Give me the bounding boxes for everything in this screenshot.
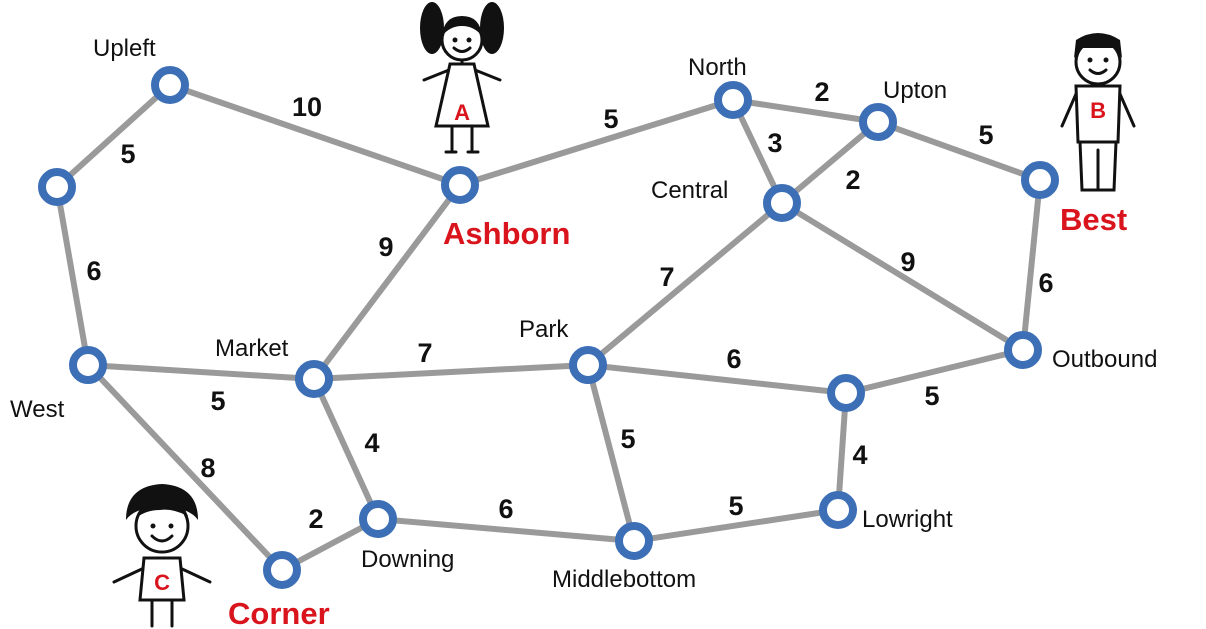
road-weight-mideast-lowright: 4 [852, 440, 867, 470]
road-central-outbound [779, 200, 1026, 353]
town-label-west: West [10, 396, 65, 423]
node-upton [859, 103, 897, 141]
node-north [714, 81, 752, 119]
road-weight-north-upton: 2 [814, 77, 829, 107]
town-label-corner: Corner [228, 596, 330, 629]
road-best-outbound [1020, 177, 1043, 353]
node-outbound [1004, 331, 1042, 369]
road-middlebottom-downing [375, 516, 637, 544]
road-west-market [85, 362, 317, 382]
road-weight-park-middlebottom: 5 [620, 424, 635, 454]
road-nw-west [54, 184, 91, 368]
road-weight-mideast-outbound: 5 [924, 381, 939, 411]
road-weight-upleft-ashborn: 10 [292, 92, 322, 122]
road-weight-downing-corner: 2 [308, 504, 323, 534]
node-market [295, 360, 333, 398]
town-label-upton: Upton [883, 77, 947, 104]
town-nodes [38, 66, 1059, 589]
road-park-middlebottom [585, 362, 637, 544]
road-market-ashborn [311, 182, 463, 382]
road-weight-upton-best: 5 [978, 120, 993, 150]
road-weight-nw-west: 6 [86, 256, 101, 286]
node-middlebottom [615, 522, 653, 560]
road-weight-lowright-middlebottom: 5 [728, 491, 743, 521]
kid-figure-c: C [112, 484, 212, 628]
road-park-mideast [585, 362, 849, 396]
road-weight-market-ashborn: 9 [378, 232, 393, 262]
road-north-upton [730, 97, 881, 125]
node-central [763, 184, 801, 222]
road-weights: 5 10 6 5 8 9 7 4 5 2 3 2 5 7 9 6 6 5 5 4 5 6 2 [86, 77, 1053, 534]
road-mideast-outbound [843, 347, 1026, 396]
road-central-park [585, 200, 785, 368]
road-upleft-nw [54, 82, 173, 190]
node-lowright [819, 491, 857, 529]
node-ashborn [441, 166, 479, 204]
road-weight-upton-central: 2 [845, 165, 860, 195]
town-label-central: Central [651, 177, 728, 204]
road-weight-central-outbound: 9 [900, 247, 915, 277]
town-label-north: North [688, 54, 747, 81]
girl-figure-a: A [420, 2, 504, 154]
town-label-market: Market [215, 335, 289, 362]
road-weight-west-market: 5 [210, 386, 225, 416]
boy-figure-b: B [1060, 33, 1136, 192]
road-west-corner [85, 362, 285, 573]
road-market-park [311, 362, 591, 382]
node-mideast [827, 374, 865, 412]
town-label-outbound: Outbound [1052, 346, 1157, 373]
road-lowright-middlebottom [631, 507, 841, 544]
road-weight-market-downing: 4 [364, 428, 379, 458]
node-downing [359, 500, 397, 538]
road-mideast-lowright [835, 390, 849, 513]
road-weight-central-park: 7 [659, 262, 674, 292]
node-corner [263, 551, 301, 589]
road-upton-central [779, 119, 881, 206]
node-best [1021, 161, 1059, 199]
road-upton-best [875, 119, 1043, 183]
road-ashborn-north [457, 97, 736, 188]
node-west [69, 346, 107, 384]
road-weight-market-park: 7 [417, 338, 432, 368]
road-weight-park-mideast: 6 [726, 344, 741, 374]
road-weight-north-central: 3 [767, 128, 782, 158]
node-nw [38, 168, 76, 206]
town-label-ashborn: Ashborn [443, 216, 570, 251]
town-label-best: Best [1060, 202, 1127, 237]
road-weight-ashborn-north: 5 [603, 104, 618, 134]
road-market-downing [311, 376, 381, 522]
road-weight-west-corner: 8 [200, 453, 215, 483]
road-weight-best-outbound: 6 [1038, 268, 1053, 298]
town-label-park: Park [519, 316, 569, 343]
node-park [569, 346, 607, 384]
node-upleft [151, 66, 189, 104]
town-label-downing: Downing [361, 546, 454, 573]
figure-letter-a: A [454, 100, 470, 125]
town-label-lowright: Lowright [862, 506, 953, 533]
road-weight-upleft-nw: 5 [120, 139, 135, 169]
road-upleft-ashborn [167, 82, 463, 188]
road-weight-middlebottom-downing: 6 [498, 494, 513, 524]
road-north-central [730, 97, 785, 206]
figure-letter-b: B [1090, 98, 1106, 123]
town-label-upleft: Upleft [93, 35, 156, 62]
figure-letter-c: C [154, 570, 170, 595]
town-label-middlebottom: Middlebottom [552, 566, 696, 593]
